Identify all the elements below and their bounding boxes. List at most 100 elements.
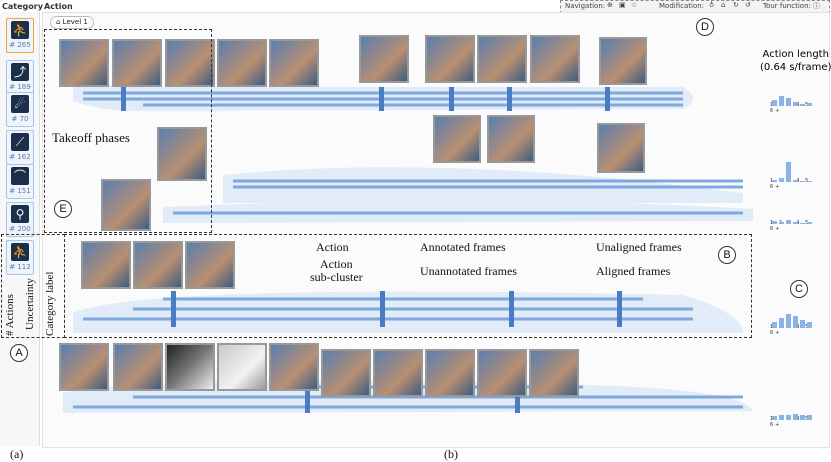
uncertainty-label: Uncertainty [24, 278, 36, 330]
action-count: # 151 [9, 187, 31, 195]
category-item[interactable]: ☄# 70 [6, 92, 34, 127]
info-icon[interactable]: ⓘ [813, 2, 820, 10]
annotated-legend: Annotated frames [420, 240, 506, 254]
frame-thumbnail[interactable] [321, 349, 371, 397]
category-item[interactable]: ⚲# 200 [6, 202, 34, 237]
frame-thumbnail[interactable] [165, 343, 215, 391]
frame-thumbnail[interactable] [359, 35, 409, 83]
aligned-frame-node [617, 291, 622, 327]
frame-thumbnail[interactable] [433, 115, 481, 163]
breadcrumb[interactable]: ⌂ Level 1 [50, 16, 94, 29]
frame-thumbnail[interactable] [425, 349, 475, 397]
aligned-frame-node [379, 87, 384, 111]
histogram-bar [779, 415, 784, 420]
action-canvas [42, 12, 830, 448]
histogram-bar [786, 162, 791, 182]
aligned-frame-node [509, 291, 514, 327]
aligned-legend: Aligned frames [596, 264, 671, 278]
badge-c: C [790, 280, 808, 298]
histogram-bar [772, 221, 777, 224]
home-icon[interactable]: ⌂ [56, 18, 63, 26]
frame-thumbnail[interactable] [59, 39, 109, 87]
category-label-annotation: Category label [44, 271, 56, 336]
category-header: Category [2, 2, 43, 11]
hammer-icon: ⚲ [11, 205, 29, 223]
subcluster-legend: Action sub-cluster [310, 257, 363, 284]
callout-a [1, 234, 65, 338]
action-count: # 162 [9, 153, 31, 161]
aligned-frame-node [171, 291, 176, 327]
frame-thumbnail[interactable] [373, 349, 423, 397]
histogram-bar [779, 178, 784, 182]
frame-thumbnail[interactable] [597, 123, 645, 173]
frame-thumbnail[interactable] [269, 343, 319, 391]
action-count: # 70 [11, 115, 29, 123]
refresh-icon[interactable]: ↻ [733, 1, 739, 9]
caption-b: (b) [444, 447, 458, 461]
histogram-bar [807, 322, 812, 328]
frame-thumbnail[interactable] [112, 39, 162, 87]
navigation-label: Navigation: [565, 2, 606, 10]
histogram-bar [793, 180, 798, 182]
layers-icon[interactable]: ▣ [619, 1, 626, 9]
action-count: # 265 [9, 41, 31, 49]
frame-thumbnail[interactable] [59, 343, 109, 391]
histogram-bar [800, 320, 805, 328]
frame-thumbnail[interactable] [487, 115, 535, 163]
undo-icon[interactable]: ↺ [745, 1, 751, 9]
histogram-bar [800, 181, 805, 182]
category-item[interactable]: ⛹# 265 [6, 18, 34, 53]
frame-thumbnail[interactable] [101, 179, 151, 231]
length-histogram: 1 2 3 4 5 6+ [770, 162, 816, 190]
frame-thumbnail[interactable] [425, 35, 475, 83]
aligned-frame-node [605, 87, 610, 111]
frame-thumbnail[interactable] [269, 39, 319, 87]
histogram-bar [800, 415, 805, 420]
histogram-bar [772, 416, 777, 420]
frame-thumbnail[interactable] [81, 241, 131, 289]
badge-b: B [718, 246, 736, 264]
tag-icon[interactable]: ⌂ [721, 1, 726, 9]
frame-thumbnail[interactable] [599, 37, 647, 85]
histogram-bar [800, 104, 805, 106]
frame-thumbnail[interactable] [157, 127, 207, 181]
frame-thumbnail[interactable] [133, 241, 183, 289]
star-icon[interactable]: ☆ [631, 1, 638, 9]
frame-thumbnail[interactable] [113, 343, 163, 391]
histogram-bar [793, 414, 798, 420]
histogram-bar [793, 102, 798, 106]
action-header: Action [44, 2, 73, 11]
frame-thumbnail[interactable] [477, 35, 527, 83]
frame-thumbnail[interactable] [477, 349, 527, 397]
toolbar: Navigation: ⊕ ▣ ☆ Modification: ♁ ⌂ ↻ ↺ … [560, 0, 830, 14]
zoom-icon[interactable]: ⊕ [607, 1, 613, 9]
cluster-band [73, 291, 743, 333]
aligned-frame-node [380, 291, 385, 327]
action-count: # 189 [9, 83, 31, 91]
frame-thumbnail[interactable] [217, 343, 267, 391]
histogram-bar [793, 316, 798, 328]
action-length-title: Action length (0.64 s/frame) [760, 49, 831, 73]
category-item[interactable]: ⤴ # 189 [6, 60, 34, 95]
cluster-band [223, 167, 743, 203]
histogram-bar [793, 222, 798, 224]
histogram-bar [772, 100, 777, 106]
category-item[interactable]: ⌒# 151 [6, 164, 34, 199]
histogram-bar [807, 222, 812, 224]
callout-e [44, 29, 212, 233]
bulb-icon[interactable]: ♁ [709, 1, 715, 9]
histogram-bar [807, 181, 812, 182]
jumper-icon: ⤴ [11, 63, 29, 81]
frame-thumbnail[interactable] [529, 349, 579, 397]
category-item[interactable]: ⛹# 112 [6, 240, 34, 275]
histogram-bar [786, 220, 791, 224]
frame-thumbnail[interactable] [165, 39, 215, 87]
frame-thumbnail[interactable] [217, 39, 267, 87]
frame-thumbnail[interactable] [185, 241, 235, 289]
aligned-frame-node [449, 87, 454, 111]
aligned-frame-node [507, 87, 512, 111]
frame-thumbnail[interactable] [530, 35, 580, 83]
takeoff-label: Takeoff phases [52, 130, 130, 145]
badge-e: E [54, 200, 72, 218]
category-item[interactable]: ⟋# 162 [6, 130, 34, 165]
